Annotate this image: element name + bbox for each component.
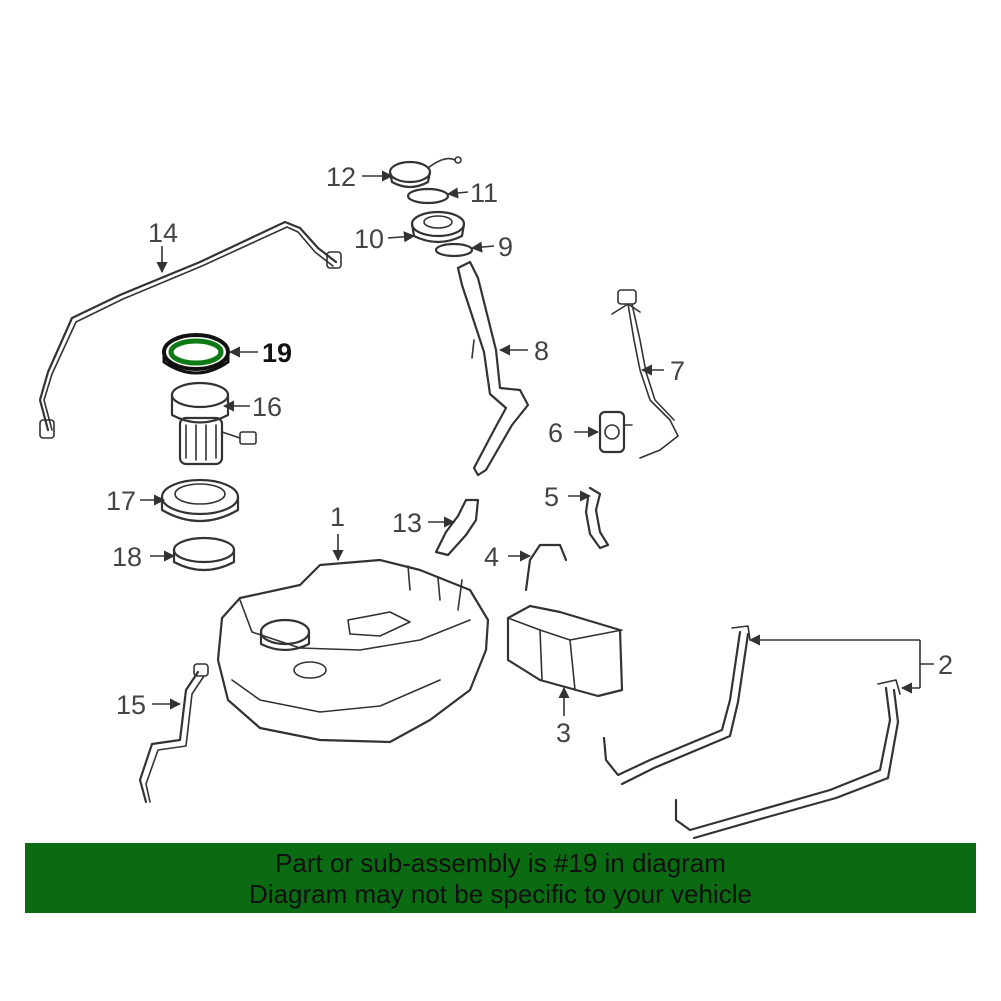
callout-8: 8 [534,336,549,366]
callout-13: 13 [392,508,422,538]
part-14-vent-tube [38,220,342,439]
part-4-tube [524,543,568,592]
callout-5: 5 [544,482,559,512]
callout-3: 3 [556,718,571,748]
callout-18: 18 [112,542,142,572]
leader-11 [446,187,469,199]
callout-19: 19 [262,338,292,368]
banner-line-1: Part or sub-assembly is #19 in diagram [275,848,726,878]
part-5-hose [584,486,610,550]
part-2-tank-straps [602,625,901,840]
part-9-o-ring [434,242,474,258]
part-13-hose [434,498,480,557]
part-15-tube [138,663,209,804]
part-11-o-ring [406,187,450,205]
part-8-filler-pipe [456,260,530,477]
leader-9 [470,241,495,253]
part-10-flange [410,210,466,244]
part-19-sealing-ring [162,333,230,375]
part-3-canister [506,604,624,698]
callout-2: 2 [938,650,953,680]
leader-10 [387,231,416,243]
part-16-fuel-pump [170,381,257,466]
part-1-fuel-tank [216,558,490,744]
leader-lines [140,170,934,716]
callout-6: 6 [548,418,563,448]
part-17-lock-ring [160,478,240,523]
part-6-valve [598,410,633,454]
callout-10: 10 [354,224,384,254]
callout-15: 15 [116,690,146,720]
callout-9: 9 [498,232,513,262]
callout-16: 16 [252,392,282,422]
leader-2-bracket [919,640,934,688]
callout-12: 12 [326,162,356,192]
callout-1: 1 [330,502,345,532]
part-7-harness [611,289,679,459]
callout-14: 14 [148,218,178,248]
part-12-filler-cap [388,156,462,189]
callout-11: 11 [470,178,498,208]
callout-7: 7 [670,356,685,386]
callout-4: 4 [484,542,499,572]
banner-line-2: Diagram may not be specific to your vehi… [249,879,752,909]
info-banner: Part or sub-assembly is #19 in diagram D… [25,843,976,913]
callout-numbers: 12 11 10 9 14 19 16 8 7 6 17 5 13 1 18 4… [106,162,953,748]
callout-17: 17 [106,486,136,516]
part-18-gasket [172,536,236,572]
